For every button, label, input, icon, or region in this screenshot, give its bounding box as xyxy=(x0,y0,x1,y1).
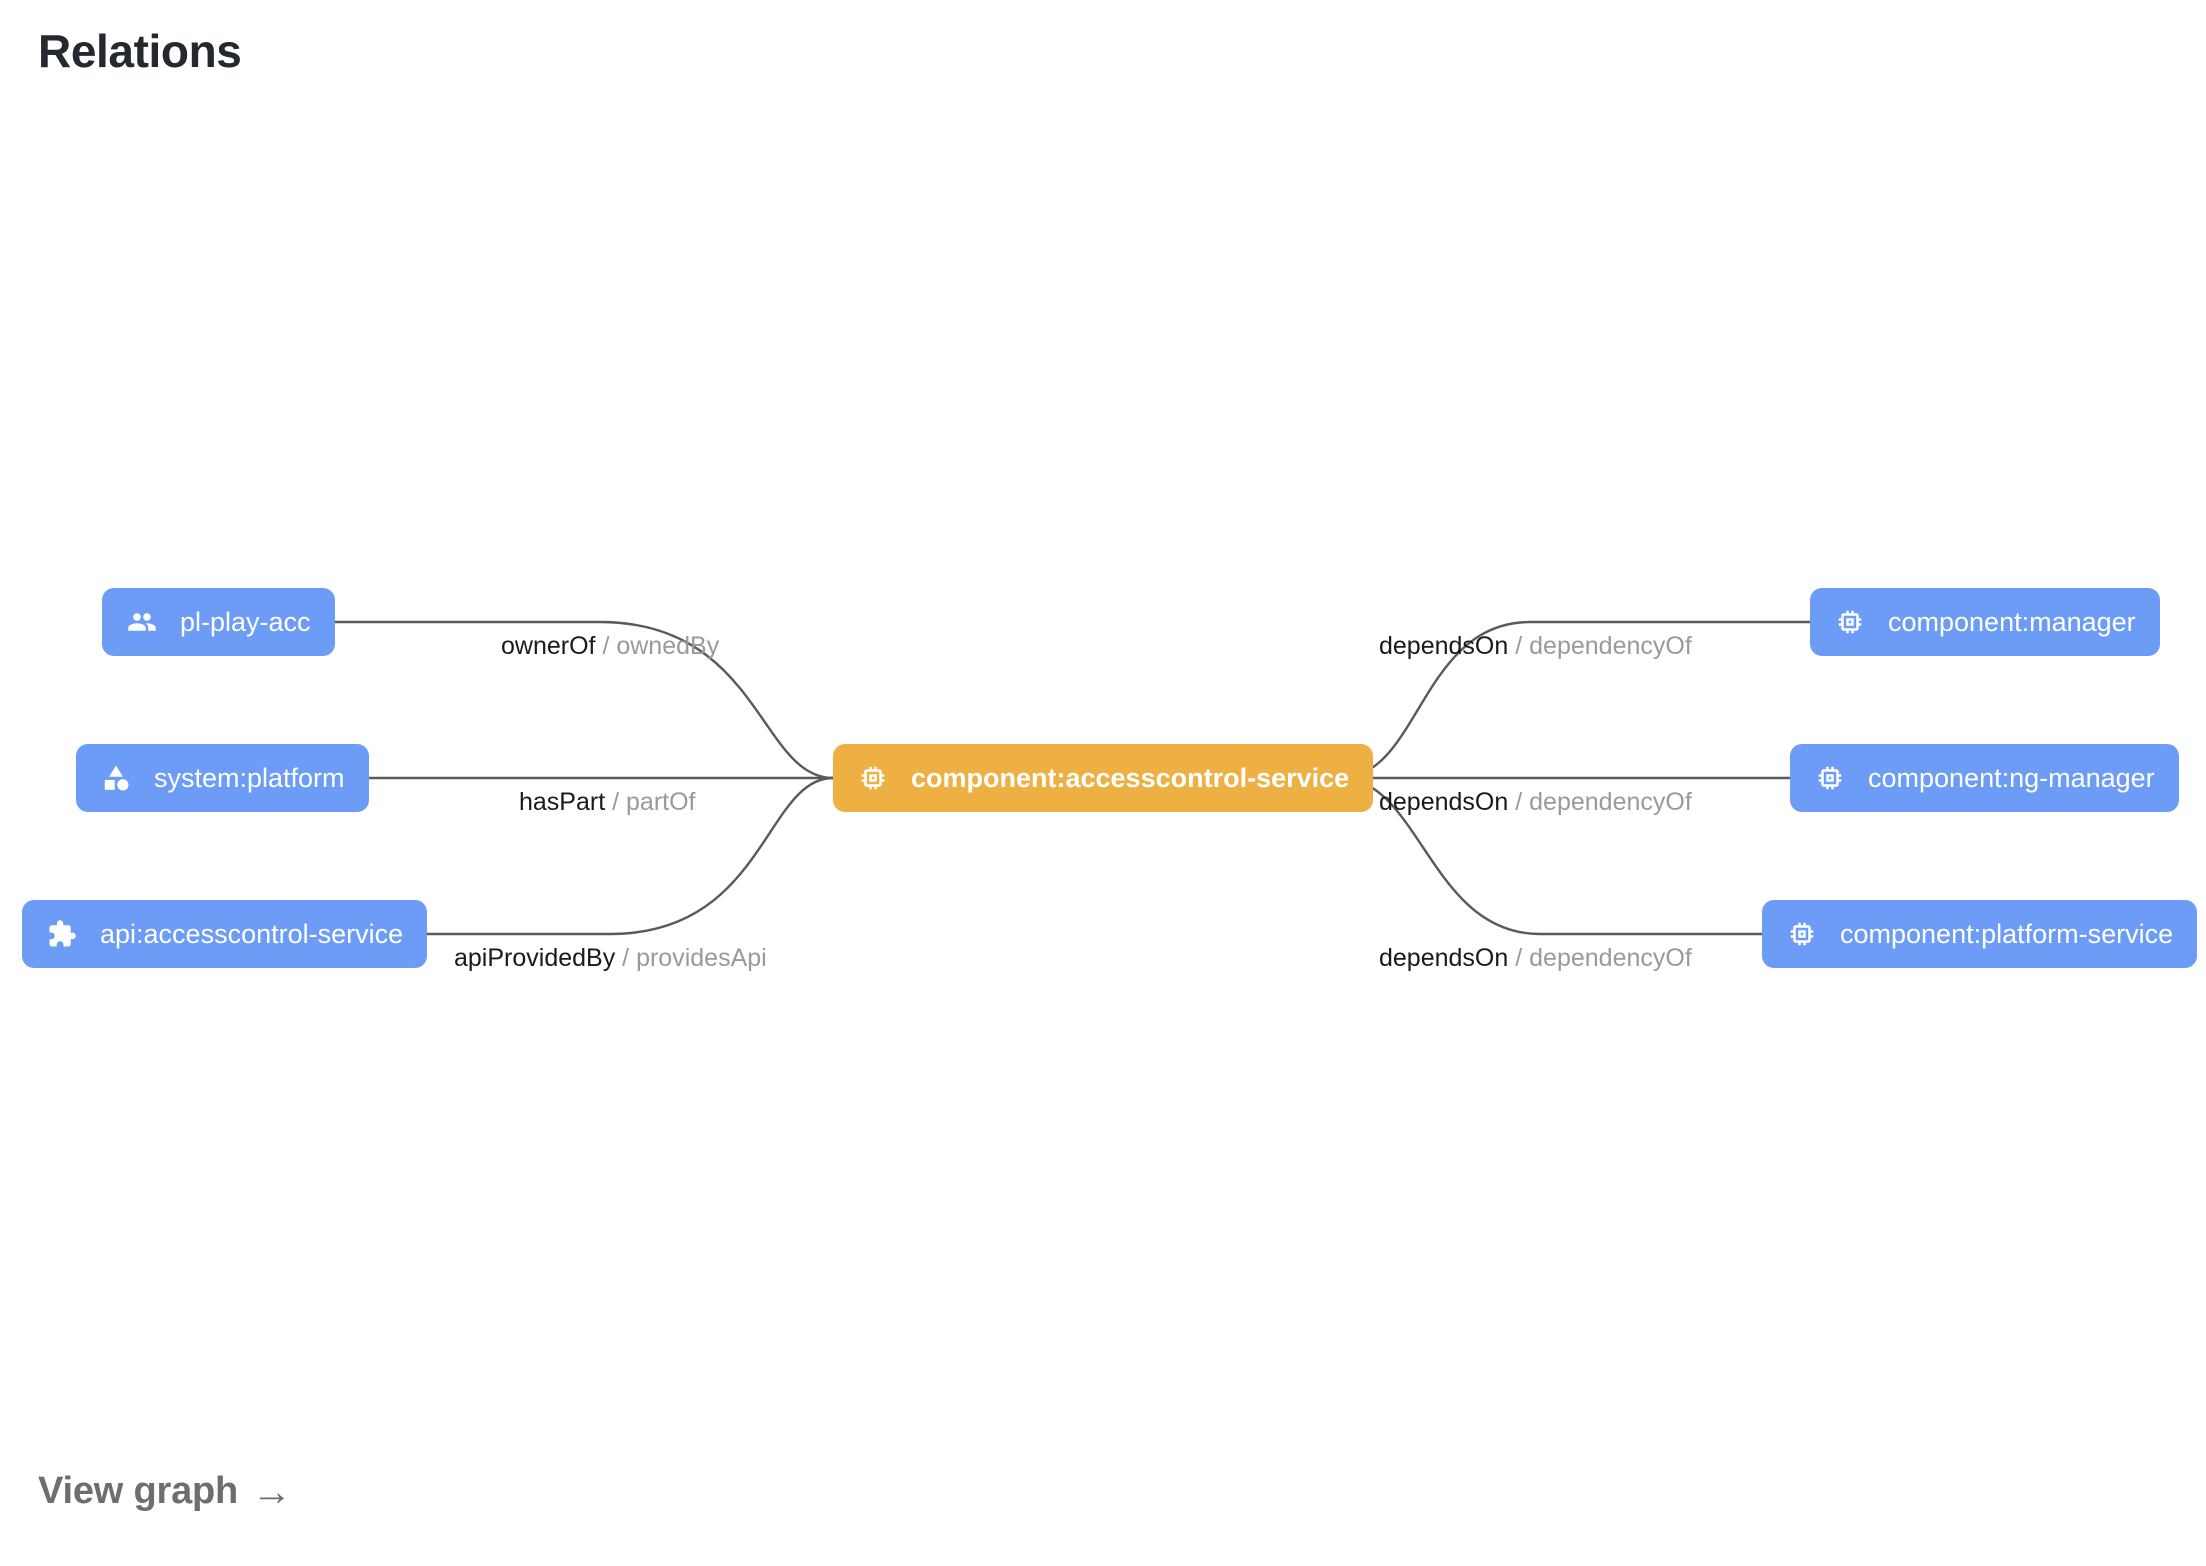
edge-label-separator: / xyxy=(622,944,637,972)
graph-node-center-component-accesscontrol-service[interactable]: component:accesscontrol-service xyxy=(833,744,1374,812)
edge-label-reverse: dependencyOf xyxy=(1529,944,1692,972)
edge-label-dependsOn-ng-manager: dependsOn / dependencyOf xyxy=(1379,790,1692,815)
edge-label-forward: hasPart xyxy=(519,788,606,816)
edge-label-forward: apiProvidedBy xyxy=(454,944,616,972)
edge-label-reverse: dependencyOf xyxy=(1529,788,1692,816)
edge-label-forward: ownerOf xyxy=(501,632,596,660)
graph-node-component-manager[interactable]: component:manager xyxy=(1810,588,2160,656)
puzzle-extension-icon xyxy=(46,918,78,950)
category-shapes-icon xyxy=(100,762,132,794)
graph-node-label: component:manager xyxy=(1888,606,2136,637)
edge-label-separator: / xyxy=(1515,944,1530,972)
edge-label-hasPart: hasPart / partOf xyxy=(519,790,696,815)
edge-layer xyxy=(326,620,1812,936)
edge-label-forward: dependsOn xyxy=(1379,944,1509,972)
relations-graph: pl-play-acc system:platform api:accessco… xyxy=(22,588,2198,971)
edge-label-separator: / xyxy=(612,788,627,816)
view-graph-label: View graph xyxy=(38,1470,239,1512)
edge-label-dependsOn-manager: dependsOn / dependencyOf xyxy=(1379,634,1692,659)
graph-node-pl-play-acc[interactable]: pl-play-acc xyxy=(102,588,335,656)
memory-chip-icon xyxy=(1814,762,1846,794)
edge-path-ownerOf xyxy=(326,620,835,780)
edge-label-separator: / xyxy=(602,632,617,660)
view-graph-link[interactable]: View graph → xyxy=(38,1470,292,1513)
edge-label-apiProvidedBy: apiProvidedBy / providesApi xyxy=(454,946,767,971)
edge-label-forward: dependsOn xyxy=(1379,788,1509,816)
group-people-icon xyxy=(126,606,158,638)
graph-node-component-ng-manager[interactable]: component:ng-manager xyxy=(1790,744,2179,812)
arrow-right-icon: → xyxy=(252,1469,292,1514)
memory-chip-icon xyxy=(857,762,889,794)
graph-node-label: api:accesscontrol-service xyxy=(100,918,404,949)
graph-node-system-platform[interactable]: system:platform xyxy=(76,744,369,812)
edge-label-reverse: dependencyOf xyxy=(1529,632,1692,660)
edge-label-ownerOf: ownerOf / ownedBy xyxy=(501,634,719,659)
graph-node-label: pl-play-acc xyxy=(180,606,311,637)
edge-label-separator: / xyxy=(1515,788,1530,816)
edge-label-separator: / xyxy=(1515,632,1530,660)
graph-node-component-platform-service[interactable]: component:platform-service xyxy=(1762,900,2198,968)
memory-chip-icon xyxy=(1786,918,1818,950)
edge-label-dependsOn-platform-service: dependsOn / dependencyOf xyxy=(1379,946,1692,971)
page-title: Relations xyxy=(38,25,242,77)
graph-node-label: component:accesscontrol-service xyxy=(911,762,1350,793)
edge-label-reverse: partOf xyxy=(626,788,696,816)
edge-label-reverse: ownedBy xyxy=(616,632,720,660)
graph-node-label: component:ng-manager xyxy=(1868,762,2155,793)
edge-path-apiProvidedBy xyxy=(407,776,835,936)
edge-label-forward: dependsOn xyxy=(1379,632,1509,660)
graph-node-label: component:platform-service xyxy=(1840,918,2174,949)
graph-node-api-accesscontrol-service[interactable]: api:accesscontrol-service xyxy=(22,900,428,968)
graph-node-label: system:platform xyxy=(154,762,345,793)
memory-chip-icon xyxy=(1834,606,1866,638)
edge-label-reverse: providesApi xyxy=(636,944,767,972)
